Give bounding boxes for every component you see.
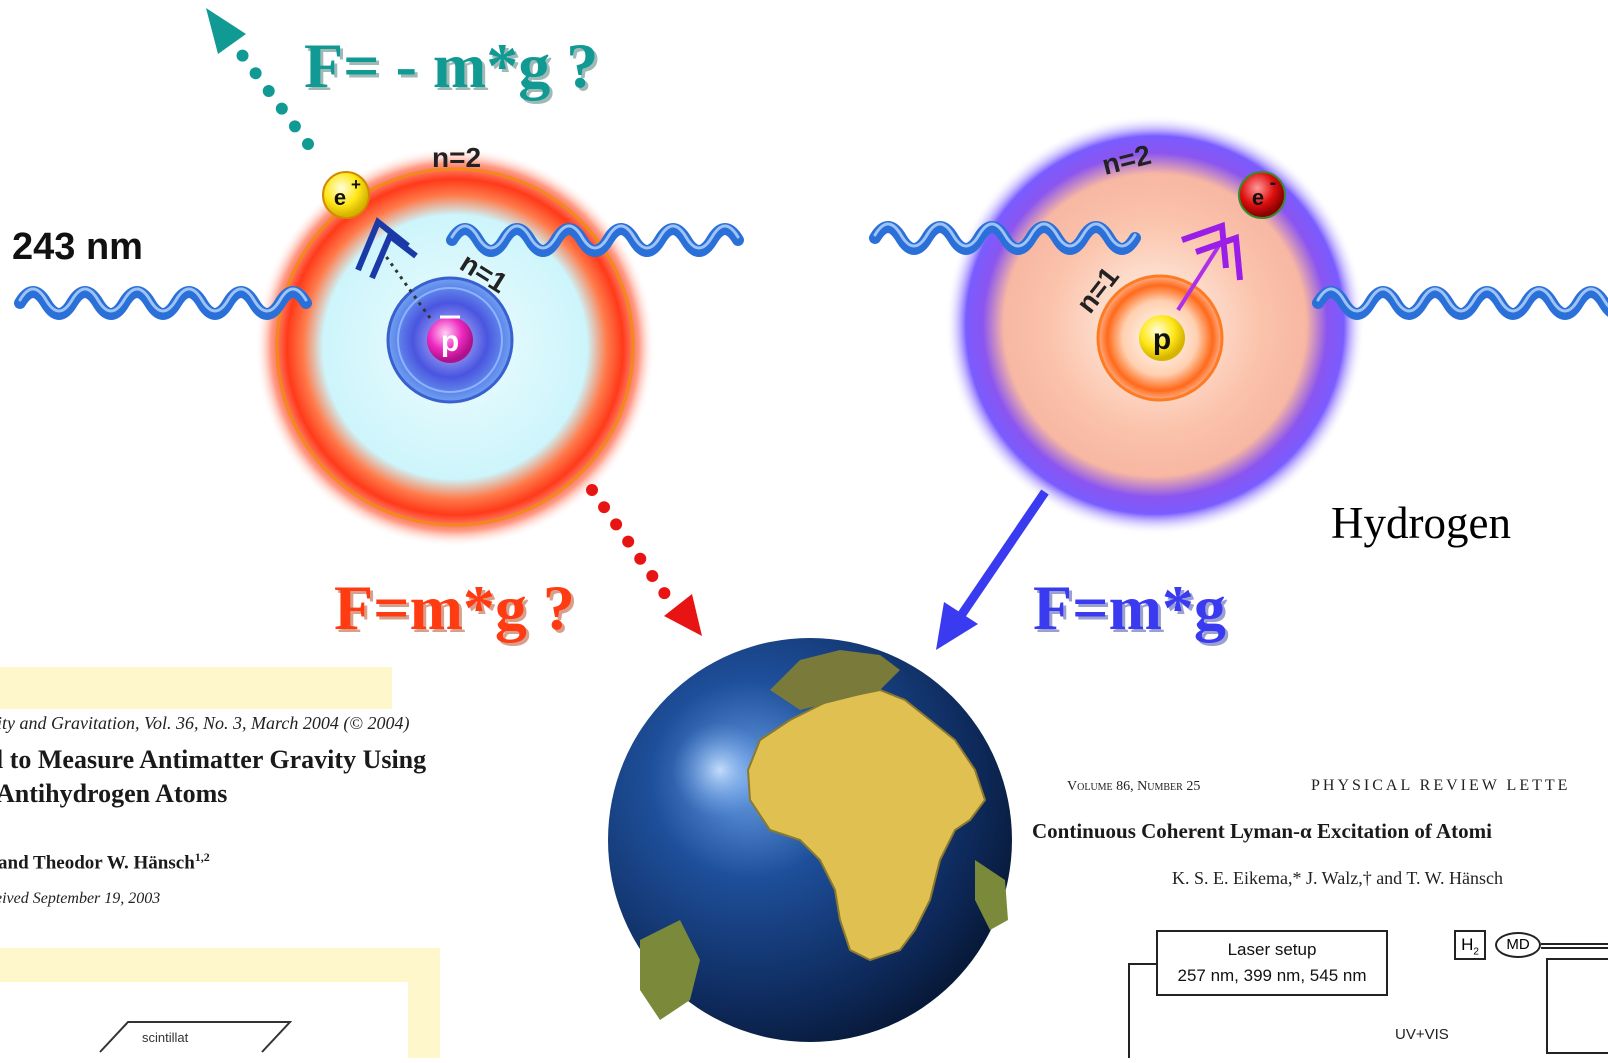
hydrogen-transition-line xyxy=(1176,242,1222,312)
laser-setup-wavelengths: 257 nm, 399 nm, 545 nm xyxy=(1177,966,1367,985)
paper-left-received: eived September 19, 2003 xyxy=(0,890,161,907)
paper-snippet-right: Volume 86, Number 25 PHYSICAL REVIEW LET… xyxy=(1020,760,1608,1058)
apparatus-box xyxy=(1546,958,1608,1054)
paper-right-volume: Volume 86, Number 25 xyxy=(1067,779,1201,794)
teal-arrowhead xyxy=(206,8,246,54)
excitation-arrow-right xyxy=(1181,221,1243,281)
paper-right-journal: PHYSICAL REVIEW LETTE xyxy=(1311,777,1571,794)
proton-symbol: p xyxy=(1153,323,1171,356)
continent-east xyxy=(975,860,1008,930)
paper-snippet-left: ity and Gravitation, Vol. 36, No. 3, Mar… xyxy=(0,665,540,1058)
antihydrogen-gravity-label: F=m*g ? xyxy=(334,572,575,643)
wavelength-label: 243 nm xyxy=(12,226,143,268)
teal-dotted-arrow xyxy=(206,8,314,150)
laser-setup-title: Laser setup xyxy=(1227,940,1317,959)
antigravity-force-label: F= - m*g ? xyxy=(304,30,599,101)
paper-right-authors: K. S. E. Eikema,* J. Walz,† and T. W. Hä… xyxy=(1172,868,1504,888)
positron-sign: + xyxy=(351,175,361,194)
excitation-arrow-left xyxy=(355,217,418,280)
red-arrowhead xyxy=(664,594,702,636)
proton-sphere xyxy=(1139,315,1185,361)
photon-wave-right-in xyxy=(869,221,1141,255)
blue-solid-arrow xyxy=(936,489,1049,650)
continent-south-america xyxy=(640,920,700,1020)
hydrogen-atom: p n=2 n=1 e - xyxy=(945,115,1365,535)
paper-left-title-line2: Antihydrogen Atoms xyxy=(0,779,228,808)
continent-africa-europe xyxy=(746,688,987,962)
hydrogen-gravity-label: F=m*g xyxy=(1033,572,1226,643)
paper-right-title: Continuous Coherent Lyman-α Excitation o… xyxy=(1032,819,1492,843)
photon-wave-left-in xyxy=(14,286,312,320)
uv-vis-label: UV+VIS xyxy=(1395,1026,1449,1043)
md-oval: MD xyxy=(1495,932,1541,958)
electron-symbol: e xyxy=(1252,185,1264,210)
h2-source-box: H2 xyxy=(1454,930,1486,960)
scintillator-label: scintillat xyxy=(142,1030,189,1045)
earth-globe xyxy=(608,638,1012,1042)
photon-waves xyxy=(14,221,1608,320)
highlight-band xyxy=(0,667,392,709)
electron-sphere xyxy=(1238,171,1286,219)
electron-sign: - xyxy=(1270,172,1277,194)
paper-left-journal: ity and Gravitation, Vol. 36, No. 3, Mar… xyxy=(0,713,410,733)
paper-left-authors: and Theodor W. Hänsch1,2 xyxy=(0,850,210,874)
photon-wave-right-out xyxy=(1312,286,1608,320)
blue-arrowhead xyxy=(936,602,978,650)
antiproton-symbol: p xyxy=(441,325,459,358)
paper-left-title: l to Measure Antimatter Gravity Using An… xyxy=(0,743,426,811)
continent-north xyxy=(770,650,900,710)
hydrogen-label: Hydrogen xyxy=(1331,498,1511,548)
laser-setup-box: Laser setup 257 nm, 399 nm, 545 nm xyxy=(1156,930,1388,996)
paper-left-title-line1: l to Measure Antimatter Gravity Using xyxy=(0,745,427,774)
antihydrogen-n2-orbit xyxy=(275,167,635,527)
positron-sphere xyxy=(322,171,370,219)
scintillator-sketch xyxy=(99,1021,293,1053)
photon-wave-left-out xyxy=(446,223,744,257)
red-dotted-arrow xyxy=(586,484,702,636)
positron-symbol: e xyxy=(334,185,346,210)
antihydrogen-n2-label: n=2 xyxy=(432,142,481,173)
antiproton-sphere xyxy=(427,317,473,363)
paper-left-figure: scintillat xyxy=(0,982,408,1058)
earth-glare xyxy=(672,722,768,818)
